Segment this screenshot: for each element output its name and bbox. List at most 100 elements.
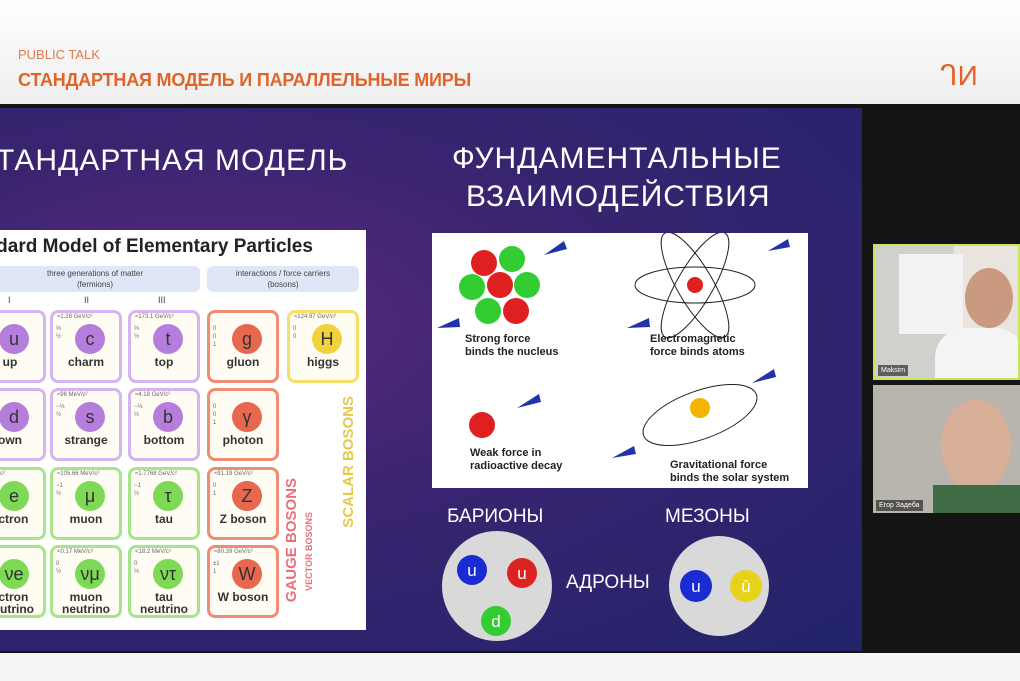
presentation-slide: ТАНДАРТНАЯ МОДЕЛЬ ФУНДАМЕНТАЛЬНЫЕ ВЗАИМО…: [0, 108, 862, 651]
particle-name: up: [2, 355, 18, 369]
fermions-header: three generations of matter (fermions): [0, 266, 200, 292]
gauge-bosons-label: GAUGE BOSONS: [283, 478, 300, 603]
vector-bosons-label: VECTOR BOSONS: [304, 512, 314, 591]
sun-icon: [690, 398, 710, 418]
mass: ≈173.1 GeV/c²: [135, 314, 174, 320]
mass: <18.2 MeV/c²: [135, 549, 171, 555]
participant-face: [941, 399, 1011, 491]
mesons-label: МЕЗОНЫ: [665, 506, 750, 527]
participant-tile-maksim[interactable]: Maksim: [873, 244, 1020, 380]
hadron-diagram: u u d u ū: [442, 531, 769, 641]
particle-name: tau: [155, 512, 173, 526]
mass: ≈124.97 GeV/c²: [294, 314, 336, 320]
particle-name: ectron neutrino: [0, 590, 34, 616]
particle-symbol: s: [75, 402, 105, 432]
quark-d: d: [491, 612, 500, 631]
particle-symbol: νμ: [75, 559, 105, 589]
scalar-bosons-label: SCALAR BOSONS: [340, 396, 357, 528]
particle-symbol: μ: [75, 481, 105, 511]
meson-circle: [669, 536, 769, 636]
gravity-caption: Gravitational force binds the solar syst…: [670, 459, 790, 484]
charge-spin: −1 ½: [56, 483, 63, 497]
mass: ≈1.28 GeV/c²: [57, 314, 93, 320]
hadrons-label: АДРОНЫ: [566, 572, 650, 593]
charge-spin: −1 ½: [134, 483, 141, 497]
particle-symbol: γ: [232, 402, 262, 432]
participant-name: Егор Задеба: [876, 500, 923, 511]
participant-tile-egor[interactable]: Егор Задеба: [873, 385, 1020, 513]
orbit-icon: [642, 384, 758, 446]
particle-symbol: b: [153, 402, 183, 432]
talk-title: СТАНДАРТНАЯ МОДЕЛЬ И ПАРАЛЛЕЛЬНЫЕ МИРЫ: [18, 70, 472, 90]
mass: ≈4.18 GeV/c²: [135, 392, 171, 398]
participant-name: Maksim: [878, 365, 909, 376]
particle-name: gluon: [226, 355, 260, 369]
particle-symbol: u: [0, 324, 29, 354]
mass: ≈91.19 GeV/c²: [214, 471, 253, 477]
poster: [899, 254, 963, 334]
particle-name: muon: [69, 512, 103, 526]
particle-symbol: d: [0, 402, 29, 432]
participant-body: [933, 485, 1020, 513]
particle-symbol: g: [232, 324, 262, 354]
participant-videos: Maksim Егор Задеба: [873, 244, 1020, 514]
charge-spin: 0 ½: [56, 561, 62, 575]
particle-name: ectron: [0, 512, 29, 526]
mass: ≈105.66 MeV/c²: [57, 471, 100, 477]
mass: ≈96 MeV/c²: [57, 392, 88, 398]
charge-spin: 0 ½: [134, 561, 140, 575]
generation-3: III: [158, 295, 166, 305]
logo-text: И: [957, 60, 978, 91]
particle-up: MeV/c²uup: [0, 310, 46, 383]
particle-symbol: ντ: [153, 559, 183, 589]
charge-spin: ⅔ ½: [134, 326, 140, 340]
bottom-bar: [0, 653, 1020, 681]
participant-face: [965, 268, 1013, 328]
particle-name: W boson: [217, 590, 269, 604]
quark-u3: u: [691, 577, 700, 596]
talk-label: PUBLIC TALK: [18, 47, 100, 62]
generation-1: I: [8, 295, 11, 305]
particle-name: photon: [222, 433, 264, 447]
particle-symbol: Z: [232, 481, 262, 511]
mass: <0.17 MeV/c²: [57, 549, 93, 555]
atom-icon: [634, 231, 756, 339]
standard-model-chart: andard Model of Elementary Particles thr…: [0, 230, 366, 630]
right-slide-title-2: ВЗАИМОДЕЙСТВИЯ: [466, 180, 771, 213]
charge-spin: 0 0: [293, 326, 297, 340]
antiquark: ū: [741, 577, 750, 596]
charge-spin: 0 0 1: [213, 326, 217, 348]
particle-name: own: [0, 433, 22, 447]
strong-force-caption: Strong force binds the nucleus: [465, 333, 559, 358]
left-slide-title: ТАНДАРТНАЯ МОДЕЛЬ: [0, 144, 349, 177]
particle-name: bottom: [143, 433, 185, 447]
em-force-caption: Electromagnetic force binds atoms: [650, 333, 745, 358]
particle-ectron: 1 MeV/c²eectron: [0, 467, 46, 540]
mass: 1 MeV/c²: [0, 471, 6, 477]
particle-name: charm: [67, 355, 105, 369]
particle-symbol: H: [312, 324, 342, 354]
fundamental-forces-image: Strong force binds the nucleus Electroma…: [432, 231, 808, 488]
charge-spin: −⅓ ½: [134, 404, 143, 418]
bosons-header: interactions / force carriers (bosons): [207, 266, 359, 292]
particle-name: muon neutrino: [62, 590, 110, 616]
chart-title: andard Model of Elementary Particles: [0, 236, 313, 257]
charge-spin: −⅓ ½: [56, 404, 65, 418]
quark-u1: u: [467, 561, 476, 580]
particle-symbol: τ: [153, 481, 183, 511]
mass: ≈80.39 GeV/c²: [214, 549, 253, 555]
nucleus-icon: [459, 246, 540, 324]
particle-own: MeV/c²down: [0, 388, 46, 461]
particle-name: higgs: [307, 355, 339, 369]
charge-spin: ±1 1: [213, 561, 220, 575]
participant-body: [935, 328, 1018, 378]
